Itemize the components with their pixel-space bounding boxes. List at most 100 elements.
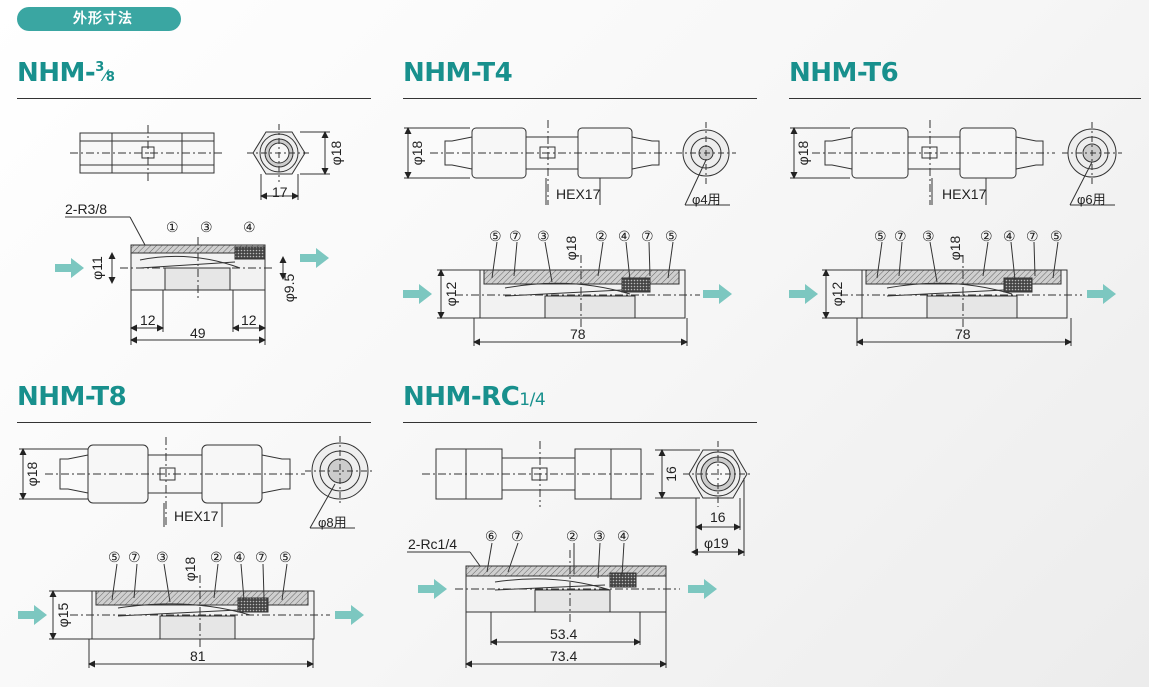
section-view bbox=[407, 542, 680, 668]
length-dim-label: 81 bbox=[190, 648, 206, 664]
end-right-dim-label: 12 bbox=[241, 312, 257, 328]
side-view bbox=[19, 437, 305, 527]
length-dim-label: 73.4 bbox=[550, 648, 577, 664]
part-label: ③ bbox=[200, 219, 213, 235]
title-nhm-t6: NHM-T6 bbox=[789, 58, 899, 88]
part-label: ⑦ bbox=[509, 228, 522, 244]
dia-dim-label: φ18 bbox=[24, 461, 40, 486]
part-label: ③ bbox=[537, 228, 550, 244]
section-view bbox=[822, 241, 1082, 346]
flow-out-arrow bbox=[703, 284, 732, 304]
hex-label: HEX17 bbox=[174, 508, 219, 524]
part-label: ④ bbox=[617, 528, 630, 544]
title-frac: 1/4 bbox=[519, 390, 546, 410]
tube-size-label: φ8用 bbox=[318, 515, 347, 530]
part-label: ② bbox=[210, 549, 223, 565]
end-view bbox=[1062, 122, 1122, 206]
title-sup: 3 bbox=[95, 60, 104, 75]
width-dim-label: 16 bbox=[710, 509, 726, 525]
dia-dim-label: φ18 bbox=[795, 140, 811, 165]
title-nhm-t8: NHM-T8 bbox=[17, 382, 127, 412]
part-label: ③ bbox=[922, 228, 935, 244]
title-main: NHM- bbox=[17, 58, 96, 88]
bore-label: φ12 bbox=[443, 281, 459, 306]
hex-label: HEX17 bbox=[942, 186, 987, 202]
drawing-nhm-rc bbox=[407, 441, 753, 668]
length-dim-label: 78 bbox=[570, 326, 586, 342]
flow-in-arrow bbox=[789, 284, 818, 304]
end-left-dim-label: 12 bbox=[140, 312, 156, 328]
tube-size-label: φ4用 bbox=[692, 192, 721, 207]
part-label: ④ bbox=[243, 219, 256, 235]
end-view bbox=[247, 124, 330, 200]
bore-right-label: φ9.5 bbox=[281, 274, 297, 303]
rule-5 bbox=[403, 422, 757, 423]
part-label: ④ bbox=[233, 549, 246, 565]
rule-4 bbox=[17, 422, 371, 423]
end-view bbox=[305, 436, 375, 529]
flow-in-arrow bbox=[55, 258, 84, 278]
bore-label: φ15 bbox=[55, 602, 71, 627]
section-view bbox=[65, 216, 287, 345]
side-view bbox=[404, 120, 672, 205]
side-view bbox=[422, 441, 655, 507]
title-sub: 8 bbox=[105, 70, 115, 85]
drawing-nhm-t8 bbox=[19, 436, 375, 668]
flow-in-arrow bbox=[418, 579, 447, 599]
flow-out-arrow bbox=[1087, 284, 1116, 304]
part-label: ⑦ bbox=[128, 549, 141, 565]
drawing-nhm-t4 bbox=[404, 120, 736, 346]
inner-length-label: 53.4 bbox=[550, 626, 577, 642]
part-label: ⑤ bbox=[489, 228, 502, 244]
flow-in-arrow bbox=[18, 605, 47, 625]
length-dim-label: 78 bbox=[955, 326, 971, 342]
part-label: ③ bbox=[593, 528, 606, 544]
bore-label: φ12 bbox=[829, 281, 845, 306]
part-label: ③ bbox=[156, 549, 169, 565]
title-nhm-3-8: NHM-3⁄8 bbox=[17, 58, 115, 88]
part-label: ② bbox=[566, 528, 579, 544]
title-nhm-rc: NHM-RC1/4 bbox=[403, 382, 546, 412]
section-tag: 外形寸法 bbox=[17, 7, 181, 31]
part-label: ① bbox=[166, 219, 179, 235]
drawing-nhm-t6 bbox=[790, 120, 1122, 346]
pipe-thread-label: 2-R3/8 bbox=[65, 201, 107, 217]
end-view bbox=[676, 122, 736, 206]
flow-in-arrow bbox=[403, 284, 432, 304]
title-nhm-t4: NHM-T4 bbox=[403, 58, 513, 88]
part-label: ② bbox=[980, 228, 993, 244]
length-dim-label: 49 bbox=[190, 325, 206, 341]
section-view bbox=[437, 241, 700, 346]
dia-dim-label: φ18 bbox=[409, 140, 425, 165]
part-label: ② bbox=[595, 228, 608, 244]
part-label: ⑦ bbox=[255, 549, 268, 565]
part-label: φ18 bbox=[947, 235, 963, 260]
section-view bbox=[49, 563, 330, 668]
rule-2 bbox=[403, 98, 757, 99]
dia-dim-label: φ18 bbox=[328, 140, 344, 165]
tube-size-label: φ6用 bbox=[1077, 192, 1106, 207]
part-label: φ18 bbox=[563, 235, 579, 260]
part-label: ⑥ bbox=[485, 528, 498, 544]
hex-label: HEX17 bbox=[556, 186, 601, 202]
part-label: ⑦ bbox=[894, 228, 907, 244]
part-label: ⑤ bbox=[279, 549, 292, 565]
part-label: φ18 bbox=[182, 556, 198, 581]
part-label: ⑤ bbox=[665, 228, 678, 244]
end-view bbox=[655, 441, 753, 556]
drawing-nhm-3-8 bbox=[65, 124, 330, 345]
rule-1 bbox=[17, 98, 371, 99]
outer-dia-label: φ19 bbox=[704, 535, 729, 551]
title-main: NHM-RC bbox=[403, 382, 520, 412]
flow-out-arrow bbox=[335, 605, 364, 625]
rule-3 bbox=[789, 98, 1141, 99]
part-label: ④ bbox=[618, 228, 631, 244]
side-view bbox=[70, 125, 222, 181]
flow-out-arrow bbox=[300, 248, 329, 268]
hex-dim-label: 16 bbox=[663, 466, 679, 482]
hex-dim-label: 17 bbox=[272, 184, 288, 200]
part-label: ⑦ bbox=[1026, 228, 1039, 244]
bore-left-label: φ11 bbox=[89, 256, 105, 280]
part-label: ⑤ bbox=[108, 549, 121, 565]
